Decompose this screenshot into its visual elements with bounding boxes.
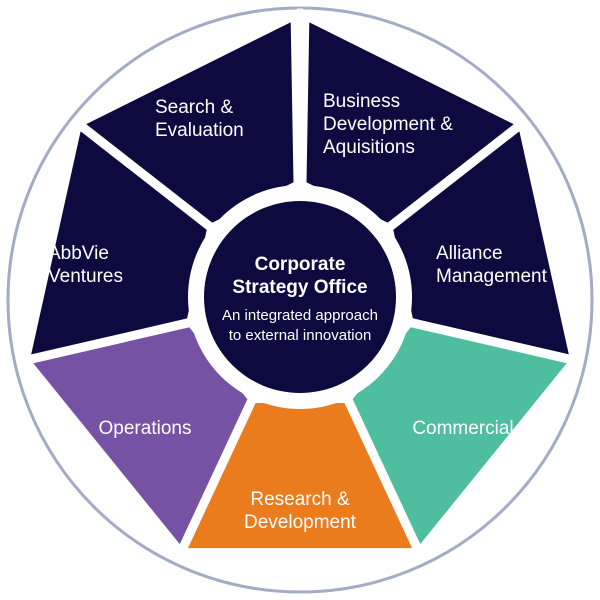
label-abbvie-ventures-line-1: AbbVie — [48, 243, 109, 264]
label-business-development-line-2: Development & — [323, 114, 453, 135]
center-subtitle-line-2: to external innovation — [229, 327, 372, 344]
center-title-line-1: Corporate — [255, 254, 346, 275]
label-search-evaluation-line-1: Search & — [155, 97, 233, 118]
label-operations: Operations — [99, 418, 192, 439]
label-research-development: Research &Development — [244, 489, 357, 533]
label-commercial-line-1: Commercial — [412, 418, 513, 439]
label-commercial: Commercial — [412, 418, 513, 439]
label-research-development-line-1: Research & — [250, 489, 350, 510]
label-business-development-line-1: Business — [323, 91, 400, 112]
center-title-line-2: Strategy Office — [232, 277, 367, 298]
center-text-group: Corporate Strategy Office An integrated … — [222, 254, 378, 344]
label-alliance-management-line-1: Alliance — [436, 243, 503, 264]
label-research-development-line-2: Development — [244, 512, 357, 533]
label-search-evaluation: Search &Evaluation — [155, 97, 244, 141]
label-operations-line-1: Operations — [99, 418, 192, 439]
label-search-evaluation-line-2: Evaluation — [155, 120, 244, 141]
center-subtitle-line-1: An integrated approach — [222, 307, 378, 324]
label-abbvie-ventures-line-2: Ventures — [48, 266, 123, 287]
label-alliance-management-line-2: Management — [436, 266, 548, 287]
center-circle — [204, 201, 396, 393]
label-business-development-line-3: Aquisitions — [323, 137, 415, 158]
